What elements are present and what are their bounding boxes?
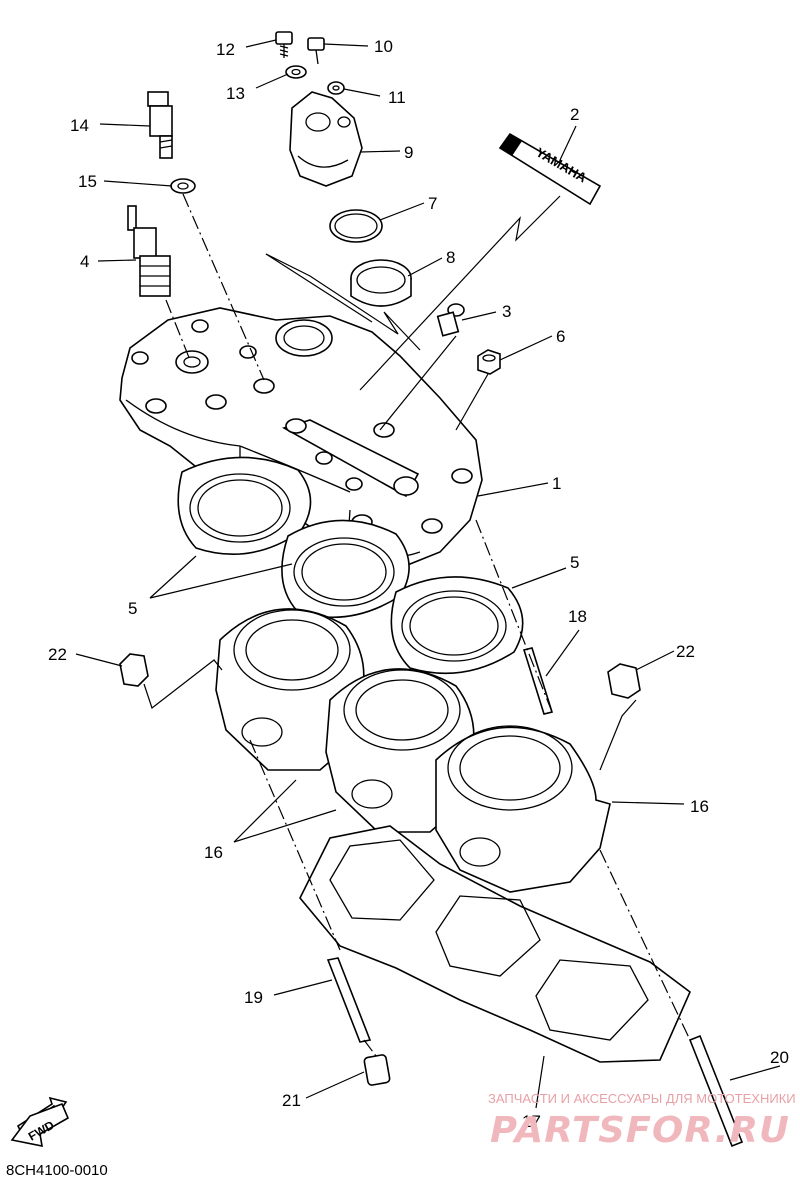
callout-7: 7 [428,194,437,213]
callout-14: 14 [70,116,89,135]
temperature-sensor-14[interactable] [147,91,173,159]
watermark-brand: PARTSFOR.RU [490,1110,790,1151]
thermostat-cover-9[interactable] [289,91,363,187]
callout-22-left: 22 [48,645,67,664]
base-gasket-17[interactable] [299,825,691,1063]
callout-11: 11 [388,88,406,107]
watermark-tagline: ЗАПЧАСТИ И АКСЕССУАРЫ ДЛЯ МОТОТЕХНИКИ [488,1091,796,1106]
callout-15: 15 [78,172,97,191]
callout-labels: 12 10 13 11 14 9 2 15 7 8 4 3 6 1 5 5 18… [48,37,789,1131]
cap-nut-22a[interactable] [119,653,149,687]
head-gasket-5b[interactable] [281,519,410,619]
callout-22-right: 22 [676,642,695,661]
callout-13: 13 [226,84,245,103]
yamaha-label-2[interactable]: YAMAHA [498,132,602,206]
washer-13[interactable] [285,65,307,79]
callout-16-right: 16 [690,797,709,816]
callout-21: 21 [282,1091,301,1110]
callout-3: 3 [502,302,511,321]
union-bolt-3[interactable] [436,303,465,337]
leader-lines [75,39,781,1109]
callout-17: 17 [522,1112,541,1131]
callout-1: 1 [552,474,561,493]
stud-bolt-19[interactable] [326,957,372,1043]
nut-11[interactable] [327,81,345,95]
stud-bolt-20[interactable] [688,1034,744,1148]
washer-15[interactable] [170,178,196,194]
callout-2: 2 [570,105,579,124]
cap-nut-22b[interactable] [607,663,641,699]
diagram-code: 8CH4100-0010 [6,1162,108,1179]
callout-20: 20 [770,1048,789,1067]
spark-plug-4[interactable] [127,205,171,297]
fwd-arrow-icon: FWD [10,1096,70,1148]
callout-5-left: 5 [128,599,137,618]
callout-5-right: 5 [570,553,579,572]
head-gasket-5c[interactable] [390,576,524,675]
callout-9: 9 [404,143,413,162]
callout-12: 12 [216,40,235,59]
reference-lines [143,193,691,1057]
bolt-10[interactable] [307,37,325,65]
thermostat-8[interactable] [350,259,412,307]
nut-6[interactable] [477,349,501,375]
stud-bolt-18[interactable] [522,647,554,715]
callout-19: 19 [244,988,263,1007]
callout-16-left: 16 [204,843,223,862]
o-ring-7[interactable] [329,209,383,243]
cylinder-16a[interactable] [215,608,365,771]
dowel-pin-21[interactable] [363,1054,391,1086]
bolt-12[interactable] [275,31,293,58]
cylinder-head-1[interactable] [119,307,483,569]
cylinder-16c[interactable] [435,725,611,893]
callout-6: 6 [556,327,565,346]
callout-8: 8 [446,248,455,267]
callout-10: 10 [374,37,393,56]
watermark: ЗАПЧАСТИ И АКСЕССУАРЫ ДЛЯ МОТОТЕХНИКИ PA… [488,1091,796,1151]
callout-18: 18 [568,607,587,626]
callout-4: 4 [80,252,89,271]
